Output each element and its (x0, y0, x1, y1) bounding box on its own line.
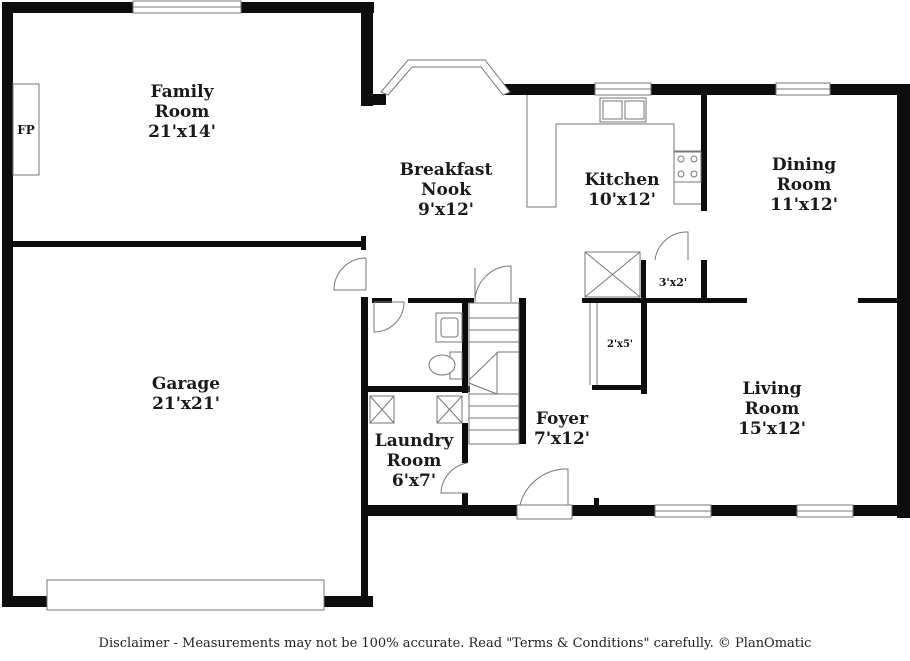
laundry-room-name: Laundry (375, 431, 455, 451)
laundry-room-size: 6'x7' (392, 471, 436, 491)
disclaimer-text: Disclaimer - Measurements may not be 100… (98, 636, 812, 651)
laundry-room-name-2: Room (387, 451, 442, 471)
washer-icon (369, 395, 395, 424)
windows (46, 0, 854, 611)
breakfast-nook-name: Breakfast (400, 160, 493, 180)
breakfast-nook-name-2: Nook (421, 180, 472, 200)
living-room-size: 15'x12' (738, 419, 806, 439)
fireplace-icon (12, 83, 40, 176)
pantry-size: 3'x2' (659, 276, 688, 289)
dining-room-name-2: Room (777, 175, 832, 195)
doors (333, 231, 689, 520)
room-labels: FP Family Room 21'x14' Breakfast Nook 9'… (17, 82, 838, 491)
family-room-name: Family (151, 82, 215, 102)
dining-room-size: 11'x12' (770, 195, 838, 215)
garage-name: Garage (152, 374, 220, 394)
fixtures (12, 83, 702, 445)
staircase-icon (468, 302, 520, 445)
kitchen-size: 10'x12' (588, 190, 656, 210)
pantry-shelf-icon (584, 251, 641, 298)
closet-size: 2'x5' (607, 339, 633, 350)
fireplace-label: FP (17, 123, 35, 137)
stove-icon (673, 151, 702, 183)
foyer-size: 7'x12' (534, 429, 590, 449)
dining-room-name: Dining (772, 155, 836, 175)
dryer-icon (436, 395, 463, 424)
living-room-name: Living (743, 379, 802, 399)
garage-size: 21'x21' (152, 394, 220, 414)
living-room-name-2: Room (745, 399, 800, 419)
family-room-name-2: Room (155, 102, 210, 122)
breakfast-nook-size: 9'x12' (418, 200, 474, 220)
toilet-icon (428, 351, 463, 380)
sink-icon (599, 97, 647, 123)
family-room-size: 21'x14' (148, 122, 216, 142)
kitchen-name: Kitchen (585, 170, 660, 190)
bathroom-sink-icon (435, 312, 463, 343)
foyer-name: Foyer (536, 409, 589, 429)
walls (2, 2, 910, 607)
